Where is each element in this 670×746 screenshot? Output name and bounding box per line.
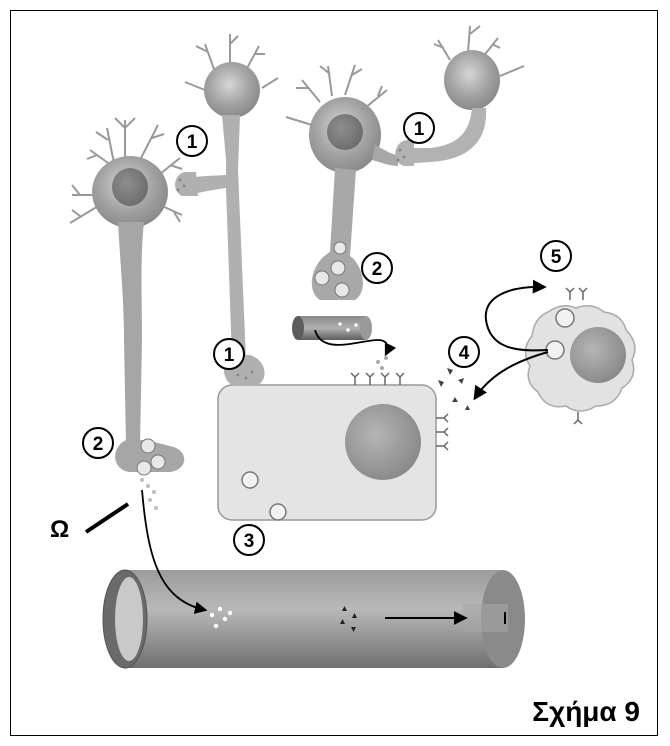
neuron-top-soma	[204, 62, 260, 118]
neuron-middle-synapse-recv	[372, 145, 398, 166]
secretory-cell-nucleus	[570, 327, 626, 383]
label-terminal-center: 2	[362, 253, 392, 283]
omega-label: Ω	[50, 516, 69, 543]
label-synapse-left: 1	[177, 126, 207, 156]
cell-vesicle-exocytosis	[270, 504, 286, 520]
label-synapse-cell-text: 1	[224, 345, 235, 366]
label-synapse-top-text: 1	[414, 119, 425, 140]
label-synapse-left-text: 1	[187, 132, 198, 153]
capillary-right-end	[360, 316, 372, 340]
label-receptor-text: 5	[551, 247, 562, 268]
label-synapse-top: 1	[404, 113, 434, 143]
capillary-left-end	[292, 316, 304, 340]
neuron-right	[395, 26, 524, 166]
released-molecules	[376, 356, 388, 370]
cell-vesicle	[242, 472, 258, 488]
label-terminal-left: 2	[83, 428, 113, 458]
vessel-lumen	[115, 577, 143, 661]
cell-receptors-right	[436, 414, 448, 450]
label-synapse-cell: 1	[214, 339, 244, 369]
label-terminal-left-text: 2	[93, 434, 104, 455]
neuron-left-nucleus	[112, 168, 148, 206]
secretory-vesicle-top	[556, 309, 574, 327]
target-cell	[218, 373, 448, 520]
label-exocytosis: 3	[234, 525, 264, 555]
label-receptor: 5	[541, 241, 571, 271]
neuron-left-axon	[118, 222, 144, 445]
neuron-top-synapse-knob	[175, 172, 198, 196]
secretory-vesicle-lower	[546, 341, 564, 359]
capillary-body	[298, 316, 366, 340]
label-terminal-center-text: 2	[372, 259, 383, 280]
label-secretion: 4	[449, 337, 479, 367]
omega-line	[86, 504, 128, 532]
target-cell-nucleus	[345, 404, 421, 480]
neuron-right-synapse-knob	[395, 140, 414, 166]
secreted-molecules	[438, 368, 470, 410]
figure-caption: Σχήμα 9	[532, 696, 640, 728]
neuron-right-soma	[444, 50, 500, 110]
cell-receptors-top	[351, 373, 404, 385]
label-secretion-text: 4	[459, 343, 470, 364]
neuron-top	[175, 34, 278, 386]
omega-pointer: Ω	[50, 504, 128, 543]
neuron-middle-nucleus	[327, 114, 363, 150]
vessel-flow-highlight	[463, 604, 508, 632]
label-exocytosis-text: 3	[244, 531, 255, 552]
small-capillary	[292, 316, 388, 370]
